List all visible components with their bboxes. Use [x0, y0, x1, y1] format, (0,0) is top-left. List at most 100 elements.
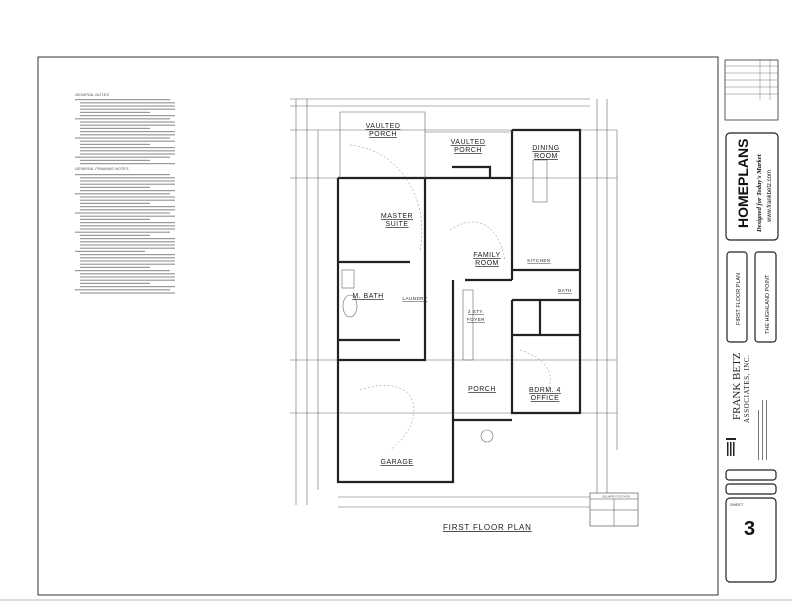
room-label-vaulted-porch-center: VAULTED	[451, 139, 486, 146]
sheet-title: FIRST FLOOR PLAN	[736, 273, 742, 325]
square-footage-title: SQUARE FOOTAGE	[602, 495, 630, 499]
note-line	[80, 186, 150, 188]
room-label-dining-room: ROOM	[534, 153, 558, 160]
note-line	[80, 111, 150, 113]
plan-name: THE HIGHLAND POINT	[765, 274, 771, 334]
sheet-number: 3	[744, 518, 755, 540]
sheet-number-box	[725, 497, 777, 583]
note-line	[80, 131, 175, 133]
firm-logo-icon	[726, 438, 736, 456]
drawn-by-box	[725, 469, 777, 481]
note-line	[80, 150, 175, 152]
note-line	[75, 250, 145, 252]
brand-name: HOMEPLANS	[735, 139, 751, 228]
note-line	[80, 238, 175, 240]
room-label-vaulted-porch-center: PORCH	[454, 147, 482, 154]
note-line	[80, 134, 175, 136]
note-line	[80, 202, 150, 204]
room-label-porch: PORCH	[468, 386, 496, 393]
plan-name-box	[754, 251, 777, 343]
note-line	[80, 273, 175, 275]
note-line	[80, 199, 175, 201]
general-notes-title: GENERAL NOTES	[75, 92, 109, 97]
note-line	[80, 215, 175, 217]
sheet-border	[37, 56, 719, 596]
general-notes: GENERAL NOTES GENERAL FRAMING NOTES	[75, 92, 175, 294]
note-line	[80, 143, 150, 145]
note-line	[80, 124, 175, 126]
note-line	[80, 260, 175, 262]
title-block: HOMEPLANS Designed for Today's Market ww…	[724, 59, 779, 583]
firm-address	[758, 400, 767, 460]
note-line	[75, 270, 170, 272]
room-label-bedroom-4: BDRM. 4	[529, 387, 561, 394]
note-line	[80, 147, 175, 149]
room-label-kitchen: KITCHEN	[527, 258, 550, 263]
note-line	[80, 218, 150, 220]
note-line	[80, 206, 175, 208]
room-label-dining-room: DINING	[532, 145, 560, 152]
room-label-vaulted-porch-left: PORCH	[369, 131, 397, 138]
room-label-bedroom-4: OFFICE	[531, 395, 560, 402]
note-line	[80, 115, 175, 117]
note-line	[80, 108, 175, 110]
sheet-label: SHEET	[730, 502, 744, 507]
note-line	[80, 228, 175, 230]
room-label-master-suite: SUITE	[385, 221, 408, 228]
note-line	[80, 279, 175, 281]
note-line	[75, 231, 170, 233]
note-line	[75, 99, 170, 101]
note-line	[80, 222, 175, 224]
firm-name: FRANK BETZ	[731, 352, 743, 420]
note-line	[75, 193, 170, 195]
note-line	[75, 174, 170, 176]
note-line	[80, 276, 175, 278]
note-line	[80, 159, 150, 161]
note-line	[80, 209, 175, 211]
note-line	[75, 212, 170, 214]
note-line	[80, 153, 175, 155]
note-line	[80, 263, 175, 265]
framing-notes-title: GENERAL FRAMING NOTES	[75, 166, 129, 171]
note-line	[80, 180, 175, 182]
note-line	[80, 244, 175, 246]
square-footage-table: SQUARE FOOTAGE	[589, 492, 639, 527]
room-label-family-room: ROOM	[475, 260, 499, 267]
note-line	[80, 183, 175, 185]
note-line	[75, 156, 170, 158]
room-label-vaulted-porch-left: VAULTED	[366, 123, 401, 130]
note-line	[80, 257, 175, 259]
brand-website: www.frankbetz.com	[767, 170, 773, 223]
firm-name-2: ASSOCIATES, INC.	[743, 354, 751, 423]
brand-tagline: Designed for Today's Market	[756, 154, 763, 233]
note-line	[80, 102, 175, 104]
room-label-laundry: LAUNDRY	[403, 296, 428, 301]
date-box	[725, 483, 777, 495]
room-label-foyer: 2 STY.	[468, 309, 484, 314]
note-line	[80, 196, 175, 198]
note-line	[75, 137, 170, 139]
revision-table	[724, 59, 779, 121]
room-label-family-room: FAMILY	[473, 252, 500, 259]
note-line	[80, 282, 150, 284]
note-line	[80, 234, 150, 236]
note-line	[75, 289, 170, 291]
note-line	[80, 190, 175, 192]
note-line	[80, 241, 175, 243]
walls	[336, 111, 582, 484]
note-line	[75, 118, 170, 120]
note-line	[80, 121, 175, 123]
note-line	[80, 127, 150, 129]
sheet-title-box	[726, 251, 748, 343]
note-line	[80, 105, 175, 107]
note-line	[80, 140, 175, 142]
room-label-master-bath: M. BATH	[352, 293, 383, 300]
note-line	[80, 286, 175, 288]
note-line	[80, 266, 150, 268]
note-line	[80, 163, 175, 165]
room-label-master-suite: MASTER	[381, 213, 413, 220]
room-label-garage: GARAGE	[381, 459, 414, 466]
room-label-foyer: FOYER	[467, 317, 485, 322]
